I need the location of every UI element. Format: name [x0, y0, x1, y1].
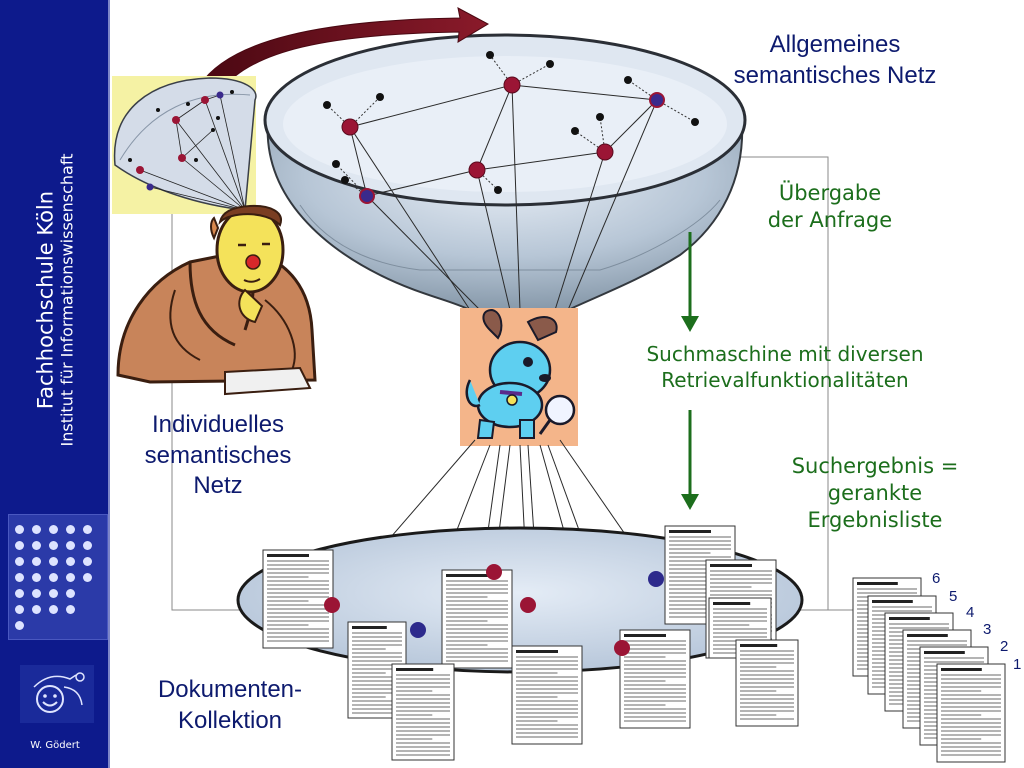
smiley-logo-icon	[20, 665, 94, 723]
general-semantic-network-funnel	[263, 33, 747, 311]
document-collection-label: Dokumenten-Kollektion	[157, 676, 303, 734]
dot-pattern-decoration	[8, 514, 108, 640]
flow-arrows	[681, 232, 699, 510]
pattern-dot	[15, 621, 24, 630]
pattern-dot	[49, 525, 58, 534]
pattern-dot	[15, 525, 24, 534]
pattern-dot	[83, 573, 92, 582]
sidebar: Fachhochschule Köln Institut für Informa…	[0, 0, 110, 768]
pattern-dot	[49, 605, 58, 614]
pattern-dot	[15, 605, 24, 614]
network-connection-lines	[349, 84, 658, 311]
pattern-dot	[49, 541, 58, 550]
document-nodes	[324, 564, 664, 656]
pattern-dot	[32, 541, 41, 550]
document-thumbnail	[511, 645, 583, 745]
ranked-result-list	[852, 577, 1006, 763]
general-network-label: Allgemeines semantisches Netz	[733, 31, 937, 89]
search-engine-label: Suchmaschine mit diversen Retrievalfunkt…	[646, 342, 924, 392]
individual-network-label: Individuelles semantisches Netz	[144, 411, 292, 500]
red-network-nodes	[341, 76, 614, 179]
document-thumbnail	[391, 663, 455, 761]
pattern-dot	[32, 605, 41, 614]
rank-4: 4	[966, 604, 975, 621]
document-thumbnail	[735, 639, 799, 727]
pattern-dot	[32, 557, 41, 566]
rank-6: 6	[932, 570, 941, 587]
document-thumbnail	[936, 663, 1006, 763]
pattern-dot	[66, 557, 75, 566]
document-thumbnail	[619, 629, 691, 729]
pattern-dot	[66, 573, 75, 582]
pattern-dot	[66, 541, 75, 550]
transfer-arrow	[199, 7, 490, 93]
pattern-dot	[66, 525, 75, 534]
pattern-dot	[66, 605, 75, 614]
blue-network-nodes	[359, 92, 665, 204]
pattern-dot	[83, 525, 92, 534]
pattern-dot	[32, 525, 41, 534]
pattern-dot	[49, 589, 58, 598]
black-network-nodes	[323, 51, 699, 194]
pattern-dot	[32, 589, 41, 598]
rank-5: 5	[949, 588, 958, 605]
pattern-dot	[83, 557, 92, 566]
pattern-dot	[32, 573, 41, 582]
document-collection	[262, 525, 799, 761]
pattern-dot	[49, 557, 58, 566]
rank-3: 3	[983, 621, 992, 638]
pattern-dot	[15, 557, 24, 566]
pattern-dot	[15, 541, 24, 550]
author-name: W. Gödert	[30, 740, 80, 751]
individual-network-funnel	[112, 76, 257, 214]
search-dog-illustration	[460, 308, 578, 446]
rank-2: 2	[1000, 638, 1009, 655]
pattern-dot	[66, 589, 75, 598]
pattern-dot	[15, 589, 24, 598]
document-thumbnail	[441, 569, 513, 669]
pattern-dot	[83, 541, 92, 550]
search-result-label: Suchergebnis = gerankte Ergebnisliste	[791, 454, 959, 532]
document-thumbnail	[262, 549, 334, 649]
query-handover-label: Übergabe der Anfrage	[767, 181, 893, 232]
rank-1: 1	[1013, 656, 1022, 673]
thinking-man-illustration	[116, 204, 317, 396]
pattern-dot	[49, 573, 58, 582]
pattern-dot	[15, 573, 24, 582]
